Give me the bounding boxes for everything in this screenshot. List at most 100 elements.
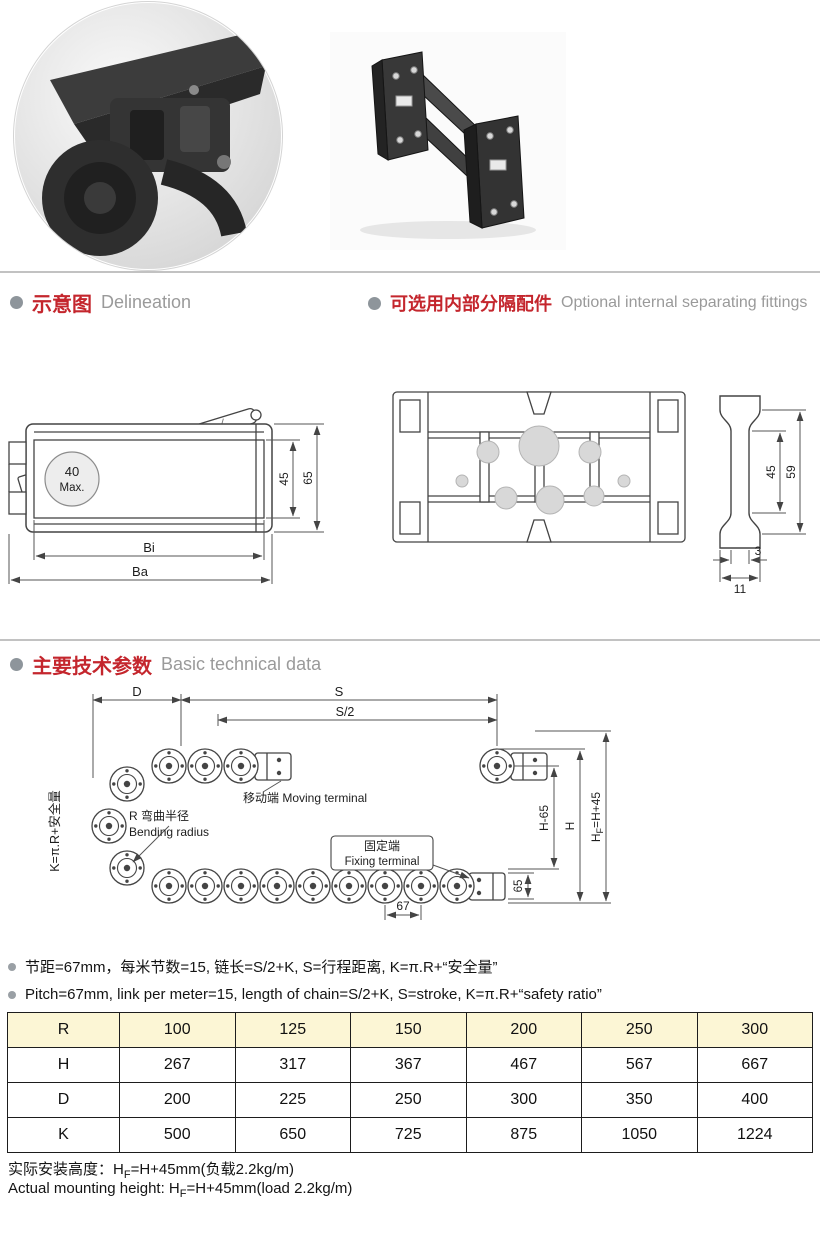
separator-profile-drawing: 45 59 3 11 (713, 395, 806, 596)
table-cell: 267 (119, 1047, 236, 1083)
max-cable-unit: Max. (60, 482, 85, 494)
section-technical: 主要技术参数 Basic technical data (10, 650, 321, 679)
fixing-terminal-en-label: Fixing terminal (345, 856, 420, 868)
chain-body (8, 423, 273, 533)
section-bullet-icon (368, 296, 381, 310)
dim-11-label: 11 (734, 582, 747, 596)
note-bullet-icon (8, 990, 16, 999)
table-cell: 667 (696, 1047, 813, 1083)
dim-s-half-label: S/2 (336, 705, 355, 719)
table-cell: 875 (465, 1117, 582, 1153)
table-cell: 300 (465, 1082, 582, 1118)
mounting-height-zh-suffix: =H+45mm(负载2.2kg/m) (130, 1161, 294, 1178)
table-row-h: H 267 317 367 467 567 667 (7, 1047, 813, 1083)
section-fittings-title-zh: 可选用内部分隔配件 (390, 294, 552, 314)
table-cell: 650 (234, 1117, 351, 1153)
table-cell: 200 (465, 1012, 582, 1048)
note-zh: 节距=67mm，每米节数=15, 链长=S/2+K, S=行程距离, K=π.R… (8, 956, 498, 977)
table-cell: 300 (696, 1012, 813, 1048)
section-fittings: 可选用内部分隔配件 Optional internal separating f… (368, 290, 807, 316)
table-row-label: D (7, 1082, 120, 1118)
section-delineation-title-zh: 示意图 (32, 294, 92, 316)
max-cable-circle (44, 451, 100, 507)
table-cell: 500 (119, 1117, 236, 1153)
mounting-height-en-prefix: Actual mounting height: H (8, 1180, 180, 1197)
dim-59-label: 59 (784, 465, 798, 479)
table-cell: 725 (350, 1117, 467, 1153)
dim-65-label: 65 (301, 471, 315, 485)
dim-bi-label: Bi (143, 540, 155, 555)
cable-circles (455, 425, 631, 515)
section-technical-title-zh: 主要技术参数 (32, 656, 152, 678)
table-header-cell: R (7, 1012, 120, 1048)
table-cell: 1224 (696, 1117, 813, 1153)
mounting-height-zh: 实际安装高度：HF=H+45mm(负载2.2kg/m) (8, 1158, 294, 1181)
dim-s-label: S (335, 686, 344, 699)
table-cell: 1050 (581, 1117, 698, 1153)
mounting-height-en: Actual mounting height: HF=H+45mm(load 2… (8, 1180, 352, 1200)
table-cell: 567 (581, 1047, 698, 1083)
mounting-height-zh-sub: F (123, 1169, 131, 1181)
section-bullet-icon (10, 658, 23, 671)
dim-45-label: 45 (277, 472, 291, 486)
drag-chain-part-photo (330, 32, 566, 250)
table-cell: 100 (119, 1012, 236, 1048)
section-bullet-icon (10, 296, 23, 309)
table-cell: 467 (465, 1047, 582, 1083)
section-delineation-title-en: Delineation (101, 292, 192, 312)
mounting-height-en-suffix: =H+45mm(load 2.2kg/m) (186, 1180, 353, 1197)
dim-h-label: H (563, 822, 577, 831)
dim-65-label: 65 (513, 880, 525, 893)
section-divider-top (0, 271, 820, 273)
moving-terminal-label: 移动端 Moving terminal (243, 791, 367, 805)
k-formula-label: K=π.R+安全量 (47, 790, 62, 872)
drag-chain-closeup-photo (14, 2, 282, 270)
note-en: Pitch=67mm, link per meter=15, length of… (8, 986, 602, 1003)
dim-hf-label: HF=H+45 (589, 792, 605, 843)
bend-diagram: D S S/2 K=π.R+安全量 移动端 Moving terminal R … (47, 686, 611, 920)
dim-67-label: 67 (396, 899, 410, 913)
part-photo-graphic (330, 32, 566, 250)
side-view-drawing: 40 Max. 45 65 Bi Ba (8, 407, 324, 584)
note-en-text: Pitch=67mm, link per meter=15, length of… (25, 986, 602, 1003)
section-fittings-title-en: Optional internal separating fittings (561, 294, 808, 311)
table-cell: 250 (350, 1082, 467, 1118)
dim-3-label: 3 (755, 544, 762, 558)
table-cell: 150 (350, 1012, 467, 1048)
table-row-label: K (7, 1117, 120, 1153)
table-cell: 200 (119, 1082, 236, 1118)
table-cell: 350 (581, 1082, 698, 1118)
table-cell: 225 (234, 1082, 351, 1118)
section-divider-middle (0, 639, 820, 641)
spec-table: R 100 125 150 200 250 300 H 267 317 367 … (7, 1012, 813, 1153)
table-row-label: H (7, 1047, 120, 1083)
max-cable-value: 40 (65, 464, 79, 479)
separator-dims (713, 409, 806, 582)
dim-45-label: 45 (764, 465, 778, 479)
side-view-dims (8, 423, 324, 584)
dim-d-label: D (132, 686, 141, 699)
top-view-drawing (392, 391, 686, 543)
fixing-terminal-callout-box (330, 835, 434, 871)
mounting-height-en-sub: F (179, 1188, 187, 1200)
table-cell: 317 (234, 1047, 351, 1083)
table-cell: 367 (350, 1047, 467, 1083)
section-delineation: 示意图 Delineation (10, 288, 191, 317)
table-row-d: D 200 225 250 300 350 400 (7, 1082, 813, 1118)
dimension-lines (92, 694, 611, 920)
fixing-terminal-zh-label: 固定端 (364, 838, 400, 853)
terminal-bolts (276, 757, 538, 896)
table-row-r: R 100 125 150 200 250 300 (7, 1012, 813, 1048)
table-row-k: K 500 650 725 875 1050 1224 (7, 1117, 813, 1153)
dim-ba-label: Ba (132, 564, 149, 579)
note-bullet-icon (8, 962, 16, 971)
bending-radius-zh-label: R 弯曲半径 (129, 808, 189, 823)
table-cell: 250 (581, 1012, 698, 1048)
separator-shape (719, 395, 761, 549)
table-cell: 400 (696, 1082, 813, 1118)
table-cell: 125 (234, 1012, 351, 1048)
section-technical-title-en: Basic technical data (161, 654, 322, 674)
mounting-height-zh-prefix: 实际安装高度：H (8, 1161, 124, 1178)
dim-h-minus-65-label: H-65 (537, 805, 551, 831)
